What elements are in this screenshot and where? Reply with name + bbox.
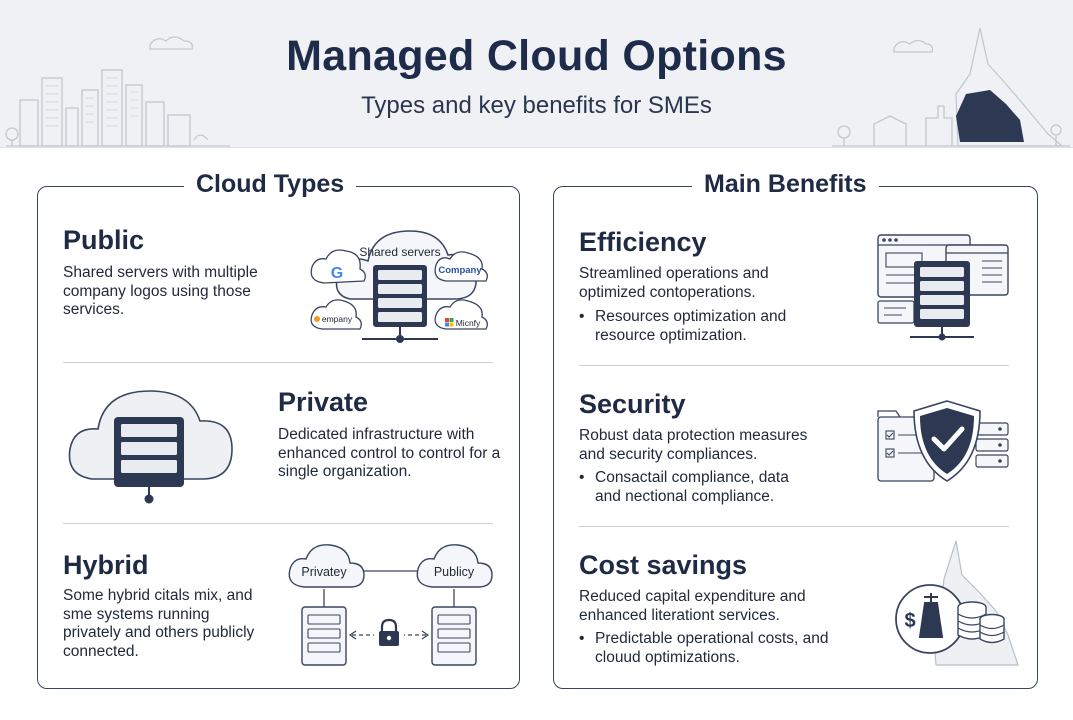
server-rack-icon: [362, 265, 438, 343]
hybrid-title: Hybrid: [63, 550, 149, 580]
efficiency-description: Streamlined operations and optimized con…: [579, 265, 769, 301]
shared-servers-label: Shared servers: [359, 245, 440, 259]
public-cloud-label: Publicy: [434, 565, 475, 579]
efficiency-bullet: • Resources optimization and resource op…: [579, 308, 819, 345]
efficiency-bullet-text: Resources optimization and resource opti…: [595, 308, 787, 344]
cost-savings-bullet: • Predictable operational costs, and clo…: [579, 630, 829, 667]
empany-logo-text: empany: [322, 314, 353, 324]
lock-icon: [374, 618, 404, 650]
currency-symbol: $: [904, 610, 915, 632]
private-title: Private: [278, 387, 369, 417]
private-cloud-illustration: [68, 390, 233, 504]
security-title: Security: [579, 389, 686, 419]
cost-savings-illustration: $: [895, 540, 1019, 666]
cloud-types-heading: Cloud Types: [184, 170, 357, 199]
hybrid-cloud-illustration: Privatey Publicy: [288, 544, 493, 666]
private-cloud-label: Privatey: [301, 565, 347, 579]
security-bullet: • Consactail compliance, data and nectio…: [579, 469, 819, 506]
divider: [579, 365, 1009, 366]
city-skyline-illustration: [5, 36, 230, 147]
page-title: Managed Cloud Options: [286, 32, 787, 80]
efficiency-title: Efficiency: [579, 227, 707, 257]
cloud-types-panel: Cloud Types Public Shared servers with m…: [37, 170, 520, 689]
server-rack-icon: [910, 261, 974, 341]
main-benefits-heading: Main Benefits: [692, 170, 879, 199]
coin-stack-icon: [957, 601, 1005, 644]
server-rack-icon: [114, 417, 184, 504]
main-benefits-panel: Main Benefits Efficiency Streamlined ope…: [553, 170, 1038, 689]
empany-logo-cloud: empany: [310, 299, 362, 330]
hybrid-description: Some hybrid citals mix, and sme systems …: [63, 587, 255, 660]
company-logo-cloud: Company: [434, 251, 488, 282]
security-description: Robust data protection measures and secu…: [579, 427, 808, 463]
divider: [63, 523, 493, 524]
company-logo-text: Company: [438, 265, 482, 276]
microsoft-logo-cloud: Micnfy: [434, 299, 488, 330]
bullet-point: •: [579, 630, 585, 647]
efficiency-dashboard-illustration: [877, 234, 1009, 341]
divider: [579, 526, 1009, 527]
bullet-point: •: [579, 308, 585, 325]
server-rack-icon: [431, 606, 477, 666]
shield-check-icon: [913, 400, 981, 482]
security-shield-illustration: [877, 400, 1009, 482]
private-description: Dedicated infrastructure with enhanced c…: [278, 426, 501, 480]
cost-savings-description: Reduced capital expenditure and enhanced…: [579, 588, 806, 624]
landmark-map-illustration: [832, 27, 1070, 147]
bullet-point: •: [579, 469, 585, 486]
header-band: [0, 0, 1073, 148]
divider: [63, 362, 493, 363]
public-title: Public: [63, 225, 145, 255]
money-bag-icon: $: [895, 584, 965, 654]
cost-savings-bullet-text: Predictable operational costs, and clouu…: [595, 630, 829, 666]
security-bullet-text: Consactail compliance, data and nectiona…: [595, 469, 789, 505]
cost-savings-title: Cost savings: [579, 550, 748, 580]
microsoft-logo-text: Micnfy: [456, 318, 481, 328]
public-description: Shared servers with multiple company log…: [63, 264, 258, 318]
google-logo-cloud: G: [310, 249, 366, 284]
google-logo-text: G: [331, 265, 343, 282]
page-subtitle: Types and key benefits for SMEs: [361, 92, 712, 119]
public-cloud-illustration: Shared servers G Company empany: [310, 230, 488, 343]
server-rack-icon: [301, 606, 347, 666]
